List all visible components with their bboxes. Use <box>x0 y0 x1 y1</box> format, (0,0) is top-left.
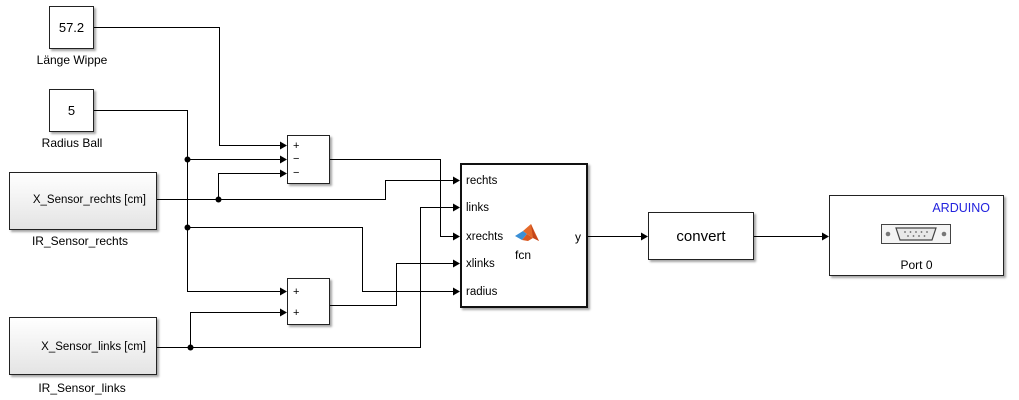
arrowhead <box>280 287 287 296</box>
constant-block-laenge-wippe[interactable]: 57.2 <box>49 6 94 49</box>
sum-block-2[interactable]: + + <box>287 278 330 325</box>
junction-dot <box>184 156 191 163</box>
block-label-laenge-wippe: Länge Wippe <box>36 53 108 67</box>
line-sum1-to-fcn[interactable] <box>329 159 454 237</box>
junction-dot <box>215 196 222 203</box>
function-name: fcn <box>515 248 532 262</box>
line-sensor-links-to-sum2[interactable] <box>190 312 282 348</box>
sum-sign: + <box>293 286 300 298</box>
line-sum2-to-fcn[interactable] <box>329 263 454 306</box>
line-radius-to-fcn[interactable] <box>187 227 455 292</box>
port-label: Port 0 <box>900 258 933 272</box>
block-label-ir-sensor-links: IR_Sensor_links <box>38 381 126 395</box>
arrowhead <box>822 232 829 241</box>
sensor-block-rechts[interactable]: X_Sensor_rechts [cm] <box>9 172 157 230</box>
output-port-label: X_Sensor_links [cm] <box>41 341 146 353</box>
input-port-xrechts: xrechts <box>466 231 504 243</box>
sum-sign: + <box>293 140 300 152</box>
convert-block[interactable]: convert <box>648 212 754 260</box>
line-laenge-to-sum1[interactable] <box>93 27 281 146</box>
input-port-xlinks: xlinks <box>466 258 495 270</box>
arrowhead <box>641 232 648 241</box>
output-port-y: y <box>575 230 581 244</box>
junction-dot <box>184 224 191 231</box>
matlab-function-block[interactable]: rechts links xrechts xlinks radius y fcn <box>460 163 588 308</box>
line-sensor-links-to-fcn[interactable] <box>157 207 454 348</box>
output-port-label: X_Sensor_rechts [cm] <box>32 194 146 206</box>
input-port-radius: radius <box>466 286 498 298</box>
arrowhead <box>453 176 460 185</box>
arrowhead <box>280 169 287 178</box>
constant-value: 57.2 <box>58 20 85 35</box>
line-sensor-rechts-to-sum1[interactable] <box>218 173 282 200</box>
arrowhead <box>453 287 460 296</box>
arrowhead <box>280 155 287 164</box>
block-label-radius-ball: Radius Ball <box>41 136 103 150</box>
convert-label: convert <box>676 227 726 245</box>
line-sensor-rechts-to-fcn[interactable] <box>157 180 454 200</box>
arrowhead <box>453 232 460 241</box>
sensor-block-links[interactable]: X_Sensor_links [cm] <box>9 317 157 375</box>
sum-sign: − <box>293 167 300 179</box>
input-port-links: links <box>466 202 490 214</box>
arduino-brand-label: ARDUINO <box>932 201 990 215</box>
arduino-serial-block[interactable]: ARDUINO Port 0 <box>829 195 1004 276</box>
constant-value: 5 <box>67 103 76 118</box>
arrowhead <box>453 203 460 212</box>
sum-sign: − <box>293 153 300 165</box>
arrowhead <box>280 141 287 150</box>
input-port-rechts: rechts <box>466 175 498 187</box>
line-radius-to-sum2[interactable] <box>93 110 281 292</box>
junction-dot <box>187 344 194 351</box>
block-label-ir-sensor-rechts: IR_Sensor_rechts <box>31 234 129 248</box>
arrowhead <box>453 259 460 268</box>
constant-block-radius-ball[interactable]: 5 <box>49 89 94 132</box>
serial-port-icon <box>881 224 951 244</box>
sum-block-1[interactable]: + − − <box>287 135 330 184</box>
sum-sign: + <box>293 307 300 319</box>
arrowhead <box>280 308 287 317</box>
matlab-logo-icon <box>515 224 539 241</box>
